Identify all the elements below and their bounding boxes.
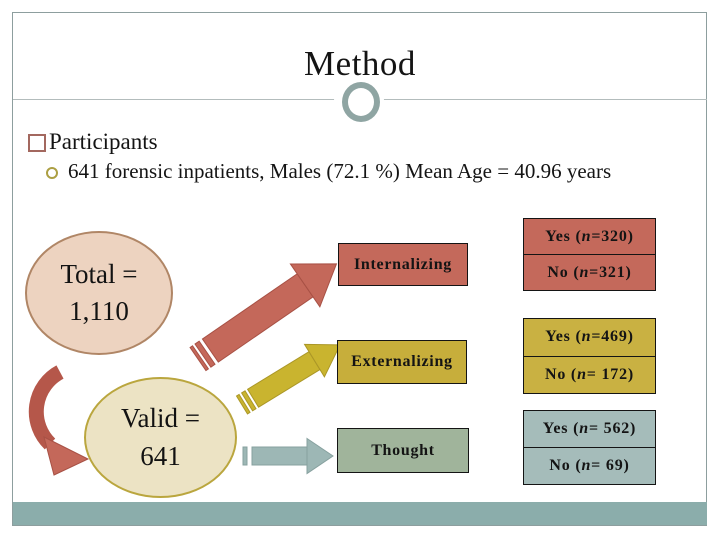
thought-box: Thought	[337, 428, 469, 473]
square-bullet-icon	[28, 134, 46, 152]
valid-label-line1: Valid =	[121, 403, 200, 434]
participants-detail-text: 641 forensic inpatients, Males (72.1 %) …	[68, 159, 612, 183]
valid-ellipse: Valid = 641	[84, 377, 237, 498]
ring-ornament-icon	[342, 82, 380, 122]
externalizing-no-cell: No (n = 172)	[524, 355, 655, 394]
thought-results-table: Yes (n = 562) No (n = 69)	[523, 410, 656, 485]
externalizing-yes-cell: Yes (n =469)	[545, 328, 634, 346]
internalizing-no-cell: No (n =321)	[524, 254, 655, 290]
total-label-line2: 1,110	[69, 296, 129, 326]
valid-label-line2: 641	[140, 440, 181, 471]
internalizing-yes-cell: Yes (n =320)	[545, 227, 634, 245]
slide-frame	[12, 12, 707, 526]
externalizing-box: Externalizing	[337, 340, 467, 384]
thought-no-cell: No (n = 69)	[524, 447, 655, 484]
participants-heading: Participants	[28, 129, 158, 155]
slide-title: Method	[304, 44, 416, 83]
thought-yes-cell: Yes (n = 562)	[542, 420, 637, 437]
circle-bullet-icon	[46, 167, 58, 179]
footer-band	[13, 502, 707, 525]
total-label-line1: Total =	[60, 258, 138, 289]
internalizing-results-table: Yes (n =320) No (n =321)	[523, 218, 656, 291]
participants-detail: 641 forensic inpatients, Males (72.1 %) …	[46, 159, 656, 184]
total-ellipse: Total = 1,110	[25, 231, 173, 355]
externalizing-results-table: Yes (n =469) No (n = 172)	[523, 318, 656, 394]
internalizing-box: Internalizing	[338, 243, 468, 286]
participants-heading-label: Participants	[49, 129, 158, 154]
